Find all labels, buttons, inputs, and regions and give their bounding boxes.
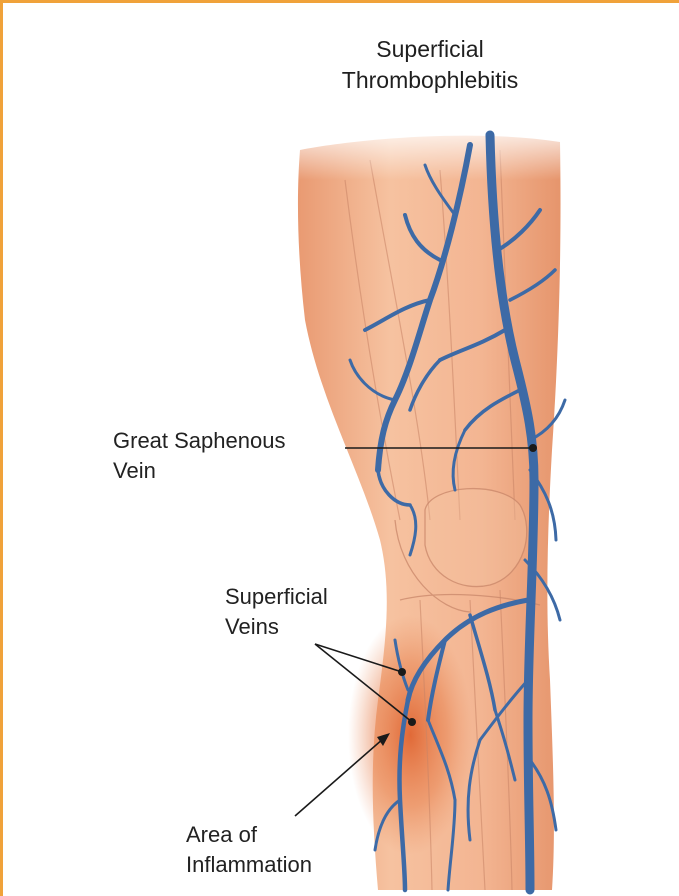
superficial-veins-label-line-1: Superficial — [225, 582, 328, 612]
great-saphenous-vein-label-line-2: Vein — [113, 456, 285, 486]
superficial-vein-pointer-dot — [398, 668, 406, 676]
great-saphenous-pointer-dot — [529, 444, 537, 452]
great-saphenous-vein-label: Great Saphenous Vein — [113, 426, 285, 486]
superficial-veins-label-line-2: Veins — [225, 612, 328, 642]
superficial-vein-pointer-dot — [408, 718, 416, 726]
title-line-1: Superficial — [300, 34, 560, 65]
area-of-inflammation-label: Area of Inflammation — [186, 820, 312, 880]
superficial-veins-label: Superficial Veins — [225, 582, 328, 642]
area-of-inflammation-label-line-2: Inflammation — [186, 850, 312, 880]
area-of-inflammation-label-line-1: Area of — [186, 820, 312, 850]
diagram-title: Superficial Thrombophlebitis — [300, 34, 560, 96]
title-line-2: Thrombophlebitis — [300, 65, 560, 96]
great-saphenous-vein-label-line-1: Great Saphenous — [113, 426, 285, 456]
